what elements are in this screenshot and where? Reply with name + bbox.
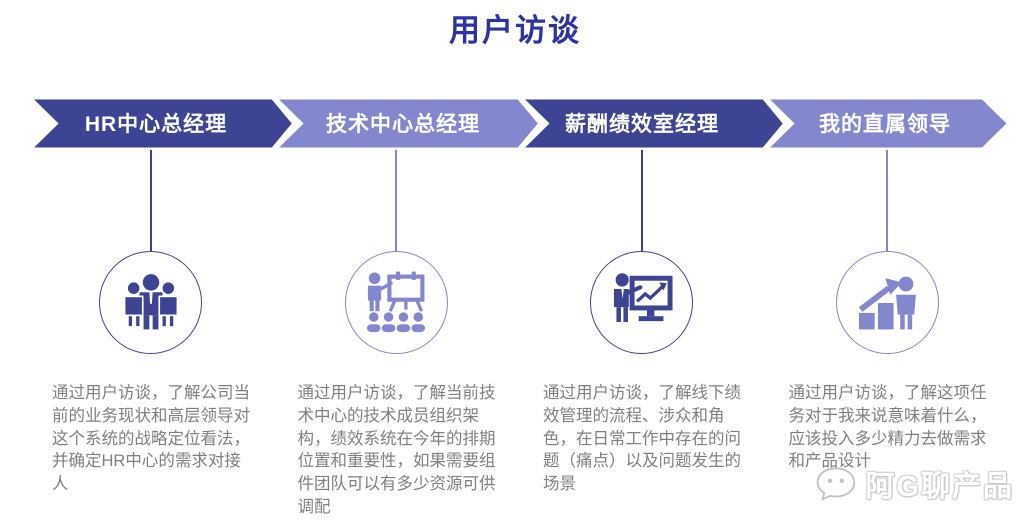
team-icon (123, 273, 178, 329)
banner-arrow-3 (515, 97, 790, 150)
step-circle-2 (344, 251, 448, 354)
growth-chart-icon (859, 276, 917, 329)
page-title: 用户访谈 (449, 13, 581, 48)
step-description-4: 通过用户访谈，了解这项任务对于我来说意味着什么，应该投入多少精力去做需求和产品设… (788, 384, 987, 471)
step-circle-4 (835, 251, 939, 354)
step-description-2: 通过用户访谈，了解当前技术中心的技术成员组织架构，绩效系统在今年的排期位置和重要… (297, 384, 496, 516)
banner-label-1: HR中心总经理 (85, 112, 227, 136)
step-column-4: 通过用户访谈，了解这项任务对于我来说意味着什么，应该投入多少精力去做需求和产品设… (765, 150, 1011, 519)
banner-label-2: 技术中心总经理 (326, 112, 480, 136)
step-description-3: 通过用户访谈，了解线下绩效管理的流程、涉众和角色，在日常工作中存在的问题（痛点）… (543, 384, 741, 494)
presentation-icon (365, 271, 427, 333)
connector-line-2 (395, 150, 398, 251)
step-column-2: 通过用户访谈，了解当前技术中心的技术成员组织架构，绩效系统在今年的排期位置和重要… (274, 150, 520, 519)
step-description-1: 通过用户访谈，了解公司当前的业务现状和高层领导对这个系统的战略定位看法，并确定H… (52, 384, 250, 494)
step-column-3: 通过用户访谈，了解线下绩效管理的流程、涉众和角色，在日常工作中存在的问题（痛点）… (519, 150, 765, 519)
watermark: 阿G聊产品 (813, 462, 1014, 506)
step-column-1: 通过用户访谈，了解公司当前的业务现状和高层领导对这个系统的战略定位看法，并确定H… (28, 150, 274, 519)
connector-line-1 (149, 150, 152, 251)
banner-arrow-4 (760, 97, 1010, 150)
banner-label-3: 薪酬绩效室经理 (565, 112, 719, 136)
watermark-text: 阿G聊产品 (865, 471, 1014, 503)
steps-row: 通过用户访谈，了解公司当前的业务现状和高层领导对这个系统的战略定位看法，并确定H… (28, 150, 1010, 519)
step-banner-row: HR中心总经理 技术中心总经理 薪酬绩效室经理 我的直属领导 (28, 97, 1010, 150)
wechat-icon (817, 467, 856, 501)
chart-presentation-icon (613, 272, 673, 322)
connector-line-3 (640, 150, 643, 251)
banner-label-4: 我的直属领导 (819, 112, 951, 136)
step-circle-3 (590, 251, 694, 354)
connector-line-4 (886, 150, 889, 251)
banner-arrow-1 (28, 97, 299, 150)
step-circle-1 (99, 251, 203, 354)
banner-arrow-2 (269, 97, 545, 150)
